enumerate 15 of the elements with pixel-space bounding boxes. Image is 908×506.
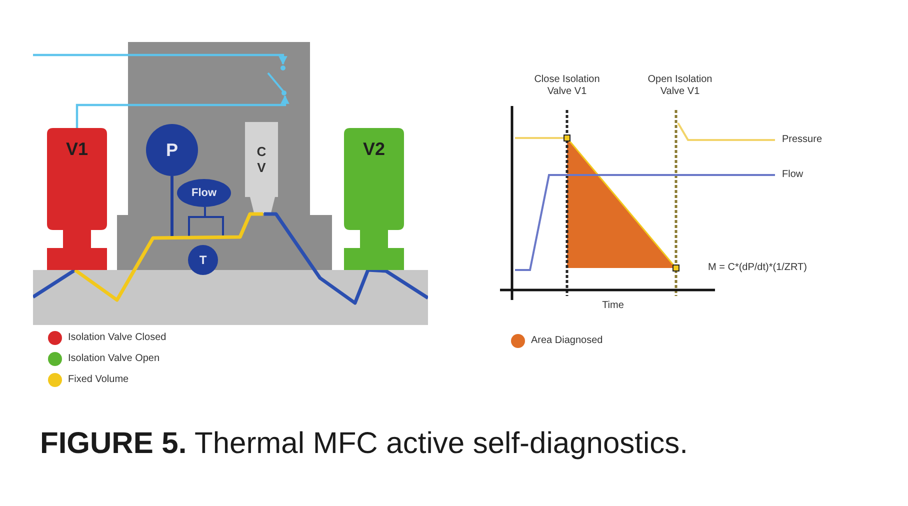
- figure-caption: FIGURE 5. Thermal MFC active self-diagnostics.: [40, 427, 688, 461]
- legend-label: Isolation Valve Closed: [68, 332, 166, 344]
- signal-line: [33, 54, 288, 65]
- series-label: Pressure: [782, 134, 822, 146]
- event-label: Close Isolation Valve V1: [533, 74, 601, 98]
- legend-label: Area Diagnosed: [531, 335, 603, 347]
- legend-label: Isolation Valve Open: [68, 353, 160, 365]
- valve-label: V2: [362, 138, 386, 160]
- axis-title: Time: [601, 300, 625, 312]
- legend-label: Fixed Volume: [68, 374, 129, 386]
- signal-line: [76, 95, 290, 128]
- valve-label: V1: [64, 138, 90, 160]
- event-label: Open Isolation Valve V1: [646, 74, 714, 98]
- series-label: Flow: [782, 169, 804, 181]
- formula-label: M = C*(dP/dt)*(1/ZRT): [708, 262, 807, 274]
